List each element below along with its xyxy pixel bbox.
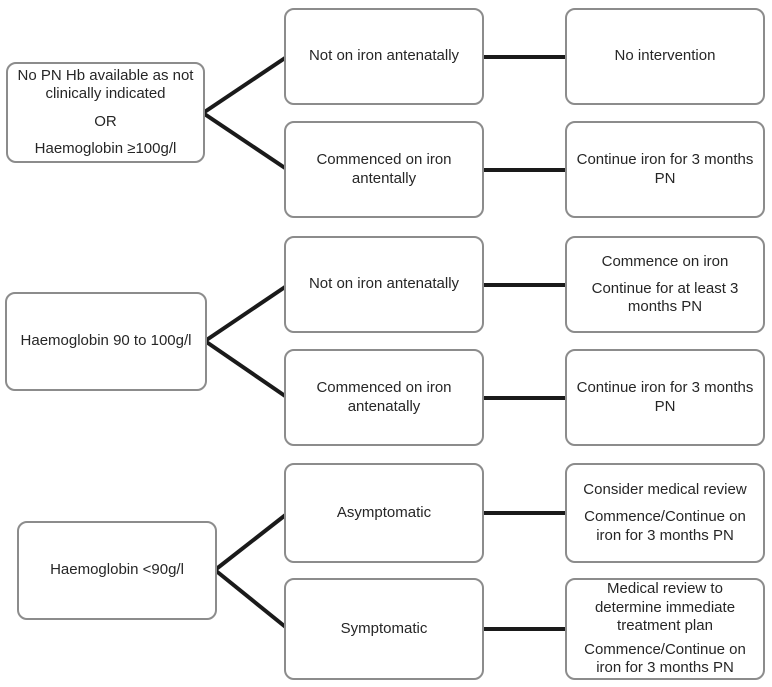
- node-text-line: Haemoglobin 90 to 100g/l: [20, 332, 192, 350]
- node-condition-hb-90-to-100: Haemoglobin 90 to 100g/l: [5, 292, 207, 391]
- node-outcome-commence-on-iron: Commence on iron Continue for at least 3…: [565, 236, 765, 333]
- node-text-line: Continue iron for 3 months PN: [576, 151, 754, 187]
- node-text-line: No PN Hb available as not clinically ind…: [17, 66, 194, 103]
- node-outcome-medical-review-immediate: Medical review to determine immediate tr…: [565, 578, 765, 680]
- node-text-line: Consider medical review: [583, 481, 747, 499]
- node-status-symptomatic: Symptomatic: [284, 578, 484, 680]
- node-text-line: Symptomatic: [340, 619, 428, 637]
- node-text-line: Commence on iron: [601, 252, 729, 270]
- node-condition-hb-under-90: Haemoglobin <90g/l: [17, 521, 217, 620]
- node-text-line: Commence/Continue on iron for 3 months P…: [584, 508, 746, 544]
- node-outcome-no-intervention: No intervention: [565, 8, 765, 105]
- node-text-line: OR: [94, 112, 117, 130]
- node-outcome-consider-medical-review: Consider medical review Commence/Continu…: [565, 463, 765, 563]
- node-status-commenced-on-iron-1: Commenced on iron antentally: [284, 121, 484, 218]
- node-text-line: Asymptomatic: [336, 503, 432, 521]
- connector-line: [201, 54, 290, 115]
- connector-line: [201, 111, 290, 172]
- node-text-line: No intervention: [614, 47, 716, 65]
- node-condition-no-pn-hb-or-hb-100: No PN Hb available as not clinically ind…: [6, 62, 205, 163]
- node-text-line: Not on iron antenatally: [308, 275, 460, 293]
- node-outcome-continue-iron-3-months-2: Continue iron for 3 months PN: [565, 349, 765, 446]
- node-text-line: Commence/Continue on iron for 3 months P…: [584, 641, 746, 677]
- node-text-line: Commenced on iron antenatally: [316, 379, 452, 415]
- connector-line: [203, 283, 290, 343]
- node-status-not-on-iron-2: Not on iron antenatally: [284, 236, 484, 333]
- node-text-line: Continue iron for 3 months PN: [576, 379, 754, 415]
- connector-line: [213, 511, 290, 572]
- node-status-not-on-iron-1: Not on iron antenatally: [284, 8, 484, 105]
- connector-line: [213, 568, 290, 631]
- node-text-line: Commenced on iron antentally: [316, 151, 452, 187]
- node-text-line: Not on iron antenatally: [308, 47, 460, 65]
- node-outcome-continue-iron-3-months-1: Continue iron for 3 months PN: [565, 121, 765, 218]
- node-status-asymptomatic: Asymptomatic: [284, 463, 484, 563]
- node-status-commenced-on-iron-2: Commenced on iron antenatally: [284, 349, 484, 446]
- node-text-line: Haemoglobin ≥100g/l: [34, 139, 177, 157]
- connector-line: [203, 339, 290, 400]
- node-text-line: Medical review to determine immediate tr…: [594, 580, 736, 634]
- node-text-line: Haemoglobin <90g/l: [50, 561, 184, 579]
- node-text-line: Continue for at least 3 months PN: [591, 279, 739, 316]
